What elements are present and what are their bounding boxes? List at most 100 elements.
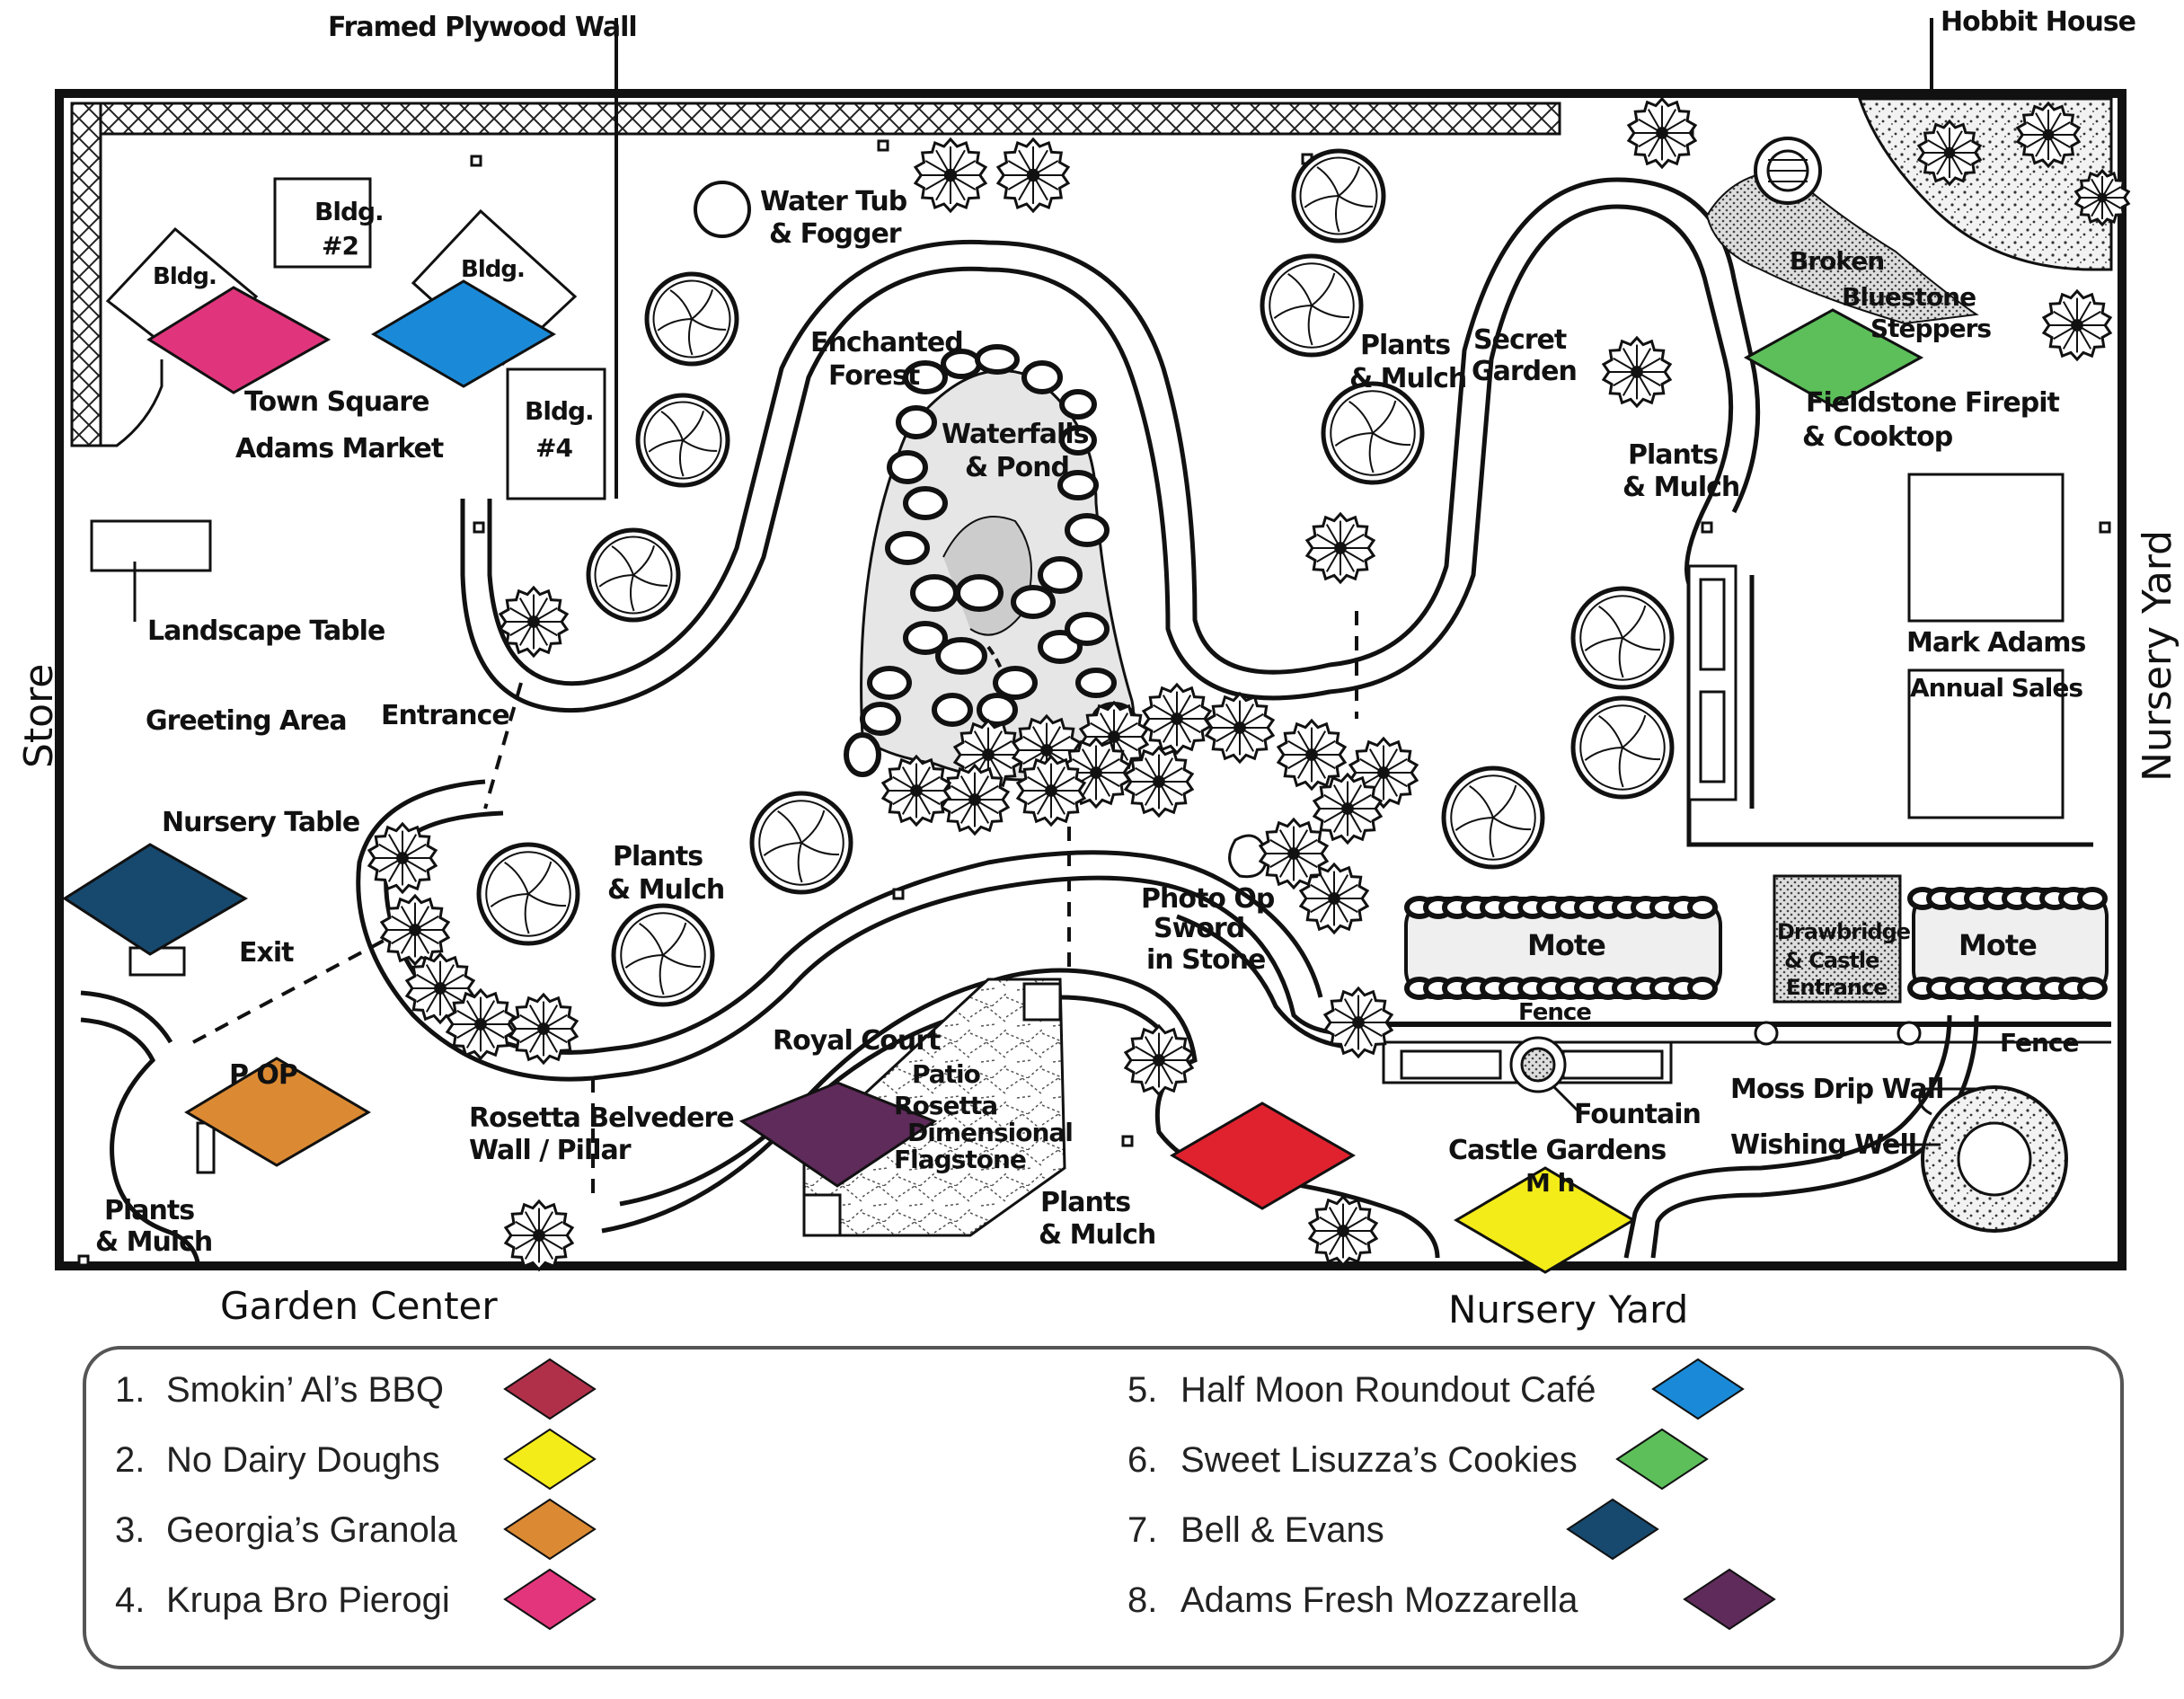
vendor-marker-half-moon-roundout-cafe[interactable] xyxy=(371,279,556,388)
shrub-symbol xyxy=(1258,817,1330,890)
label-dimensional: Dimensional xyxy=(907,1118,1073,1147)
boulder-symbol xyxy=(1687,977,1718,1000)
shrub-symbol xyxy=(1123,745,1195,819)
vendor-marker-sweet-lisuzzas-cookies[interactable] xyxy=(1743,308,1924,408)
legend-swatch xyxy=(503,1428,597,1491)
legend-swatch xyxy=(1683,1568,1776,1631)
tree-symbol xyxy=(1321,381,1425,485)
shrub-symbol xyxy=(498,585,570,659)
legend-swatch xyxy=(1615,1428,1709,1491)
boulder-symbol xyxy=(955,574,1004,612)
vendor-marker-krupa-bro-pierogi[interactable] xyxy=(146,286,332,394)
label-bldg-1: Bldg. xyxy=(153,263,217,290)
shrub-symbol xyxy=(1626,96,1698,170)
legend-label: Bell & Evans xyxy=(1180,1510,1384,1550)
shrub-symbol xyxy=(503,1199,575,1272)
label-moss-drip-wall: Moss Drip Wall xyxy=(1730,1074,1943,1105)
label-enchanted: Enchanted xyxy=(810,327,963,358)
castle-area xyxy=(1228,834,2111,1233)
legend-number: 6. xyxy=(1127,1440,1157,1480)
legend-label: No Dairy Doughs xyxy=(166,1440,440,1480)
boulder-symbol xyxy=(2077,887,2108,910)
tree-symbol xyxy=(1260,253,1364,358)
shrub-symbol xyxy=(1307,1194,1379,1268)
tree-symbol xyxy=(635,393,730,488)
boulder-symbol xyxy=(903,621,948,655)
tree-symbol xyxy=(611,903,715,1007)
label-mark-adams: Mark Adams xyxy=(1906,627,2085,659)
boulder-symbol xyxy=(1687,896,1718,919)
shrub-symbol xyxy=(1304,511,1376,585)
tree-symbol xyxy=(586,527,681,623)
tree-symbol xyxy=(1441,765,1545,870)
label-mulch-1: & Mulch xyxy=(1349,363,1466,394)
legend-swatch xyxy=(1566,1498,1659,1561)
label-greeting-area: Greeting Area xyxy=(146,705,347,737)
label-adams-market: Adams Market xyxy=(235,433,444,465)
label-mote-right: Mote xyxy=(1959,928,2037,962)
legend-label: Adams Fresh Mozzarella xyxy=(1180,1580,1578,1620)
vendor-marker-bell-and-evans[interactable] xyxy=(62,843,249,956)
boulder-symbol xyxy=(887,450,928,484)
label-secret: Secret xyxy=(1473,324,1567,356)
label-fence-mid: Fence xyxy=(1518,999,1591,1026)
legend-number: 8. xyxy=(1127,1580,1157,1620)
vendor-marker-smokin-als-bbq[interactable] xyxy=(1170,1102,1356,1210)
legend-number: 7. xyxy=(1127,1510,1157,1550)
vendor-markers xyxy=(62,279,1924,1274)
boulder-symbol xyxy=(1065,612,1110,646)
shrub-symbol xyxy=(880,754,952,827)
legend-label: Sweet Lisuzza’s Cookies xyxy=(1180,1440,1578,1480)
legend-swatch xyxy=(503,1568,597,1631)
vendor-marker-adams-fresh-mozzarella[interactable] xyxy=(738,1081,938,1188)
boulder-symbol xyxy=(903,360,948,394)
label-mulch-hidden: M h xyxy=(1525,1168,1575,1198)
label-waterfalls: Waterfalls xyxy=(942,419,1089,450)
shrub-symbol xyxy=(1123,1023,1195,1097)
label-in-stone: in Stone xyxy=(1146,944,1265,976)
label-framed-plywood-wall: Framed Plywood Wall xyxy=(328,12,637,43)
label-hobbit-house: Hobbit House xyxy=(1941,6,2135,38)
legend-label: Smokin’ Al’s BBQ xyxy=(166,1370,444,1410)
legend-swatch xyxy=(503,1358,597,1420)
label-annual-sales: Annual Sales xyxy=(1910,673,2082,703)
boulder-symbol xyxy=(1059,389,1097,420)
shrub-symbol xyxy=(2015,101,2082,169)
label-plants-2: Plants xyxy=(1628,439,1718,471)
shrub-symbol xyxy=(1322,986,1394,1059)
boulder-symbol xyxy=(867,666,912,700)
shrub-symbol xyxy=(1015,754,1087,827)
label-castle: & Castle xyxy=(1784,948,1879,973)
map-labels: Framed Plywood Wall Hobbit House Bldg. #… xyxy=(16,6,2180,1332)
boulder-symbol xyxy=(1065,513,1110,547)
boulder-symbol xyxy=(910,574,959,612)
label-pop: P OP xyxy=(229,1059,297,1091)
boulder-symbol xyxy=(1059,425,1097,456)
label-bldg-4b: #4 xyxy=(535,433,572,463)
label-fogger: & Fogger xyxy=(769,218,902,250)
tree-symbol xyxy=(1570,695,1675,800)
label-flagstone: Flagstone xyxy=(894,1145,1026,1174)
label-fountain: Fountain xyxy=(1574,1099,1701,1130)
site-boundary xyxy=(55,18,2127,1270)
water-tub xyxy=(694,181,751,238)
legend-swatch xyxy=(503,1498,597,1561)
boulder-symbol xyxy=(1038,556,1083,594)
trees xyxy=(367,96,2131,1272)
vendor-marker-no-dairy-doughs[interactable] xyxy=(1454,1166,1636,1274)
label-mulch-2: & Mulch xyxy=(1623,472,1739,503)
label-bldg-2b: #2 xyxy=(322,231,358,261)
label-bldg-4a: Bldg. xyxy=(525,396,594,426)
vendor-marker-georgias-granola[interactable] xyxy=(184,1057,371,1167)
legend-swatch xyxy=(1651,1358,1745,1420)
label-rosetta-belvedere: Rosetta Belvedere xyxy=(469,1102,734,1134)
label-exit: Exit xyxy=(239,937,294,969)
shrub-symbol xyxy=(2073,168,2131,227)
boulder-symbol xyxy=(896,405,937,439)
boulder-symbol xyxy=(1011,585,1056,619)
legend-label: Georgia’s Granola xyxy=(166,1510,458,1550)
label-castle-entrance: Entrance xyxy=(1786,975,1888,1000)
legend-number: 1. xyxy=(115,1370,145,1410)
boulder-symbol xyxy=(977,693,1018,727)
